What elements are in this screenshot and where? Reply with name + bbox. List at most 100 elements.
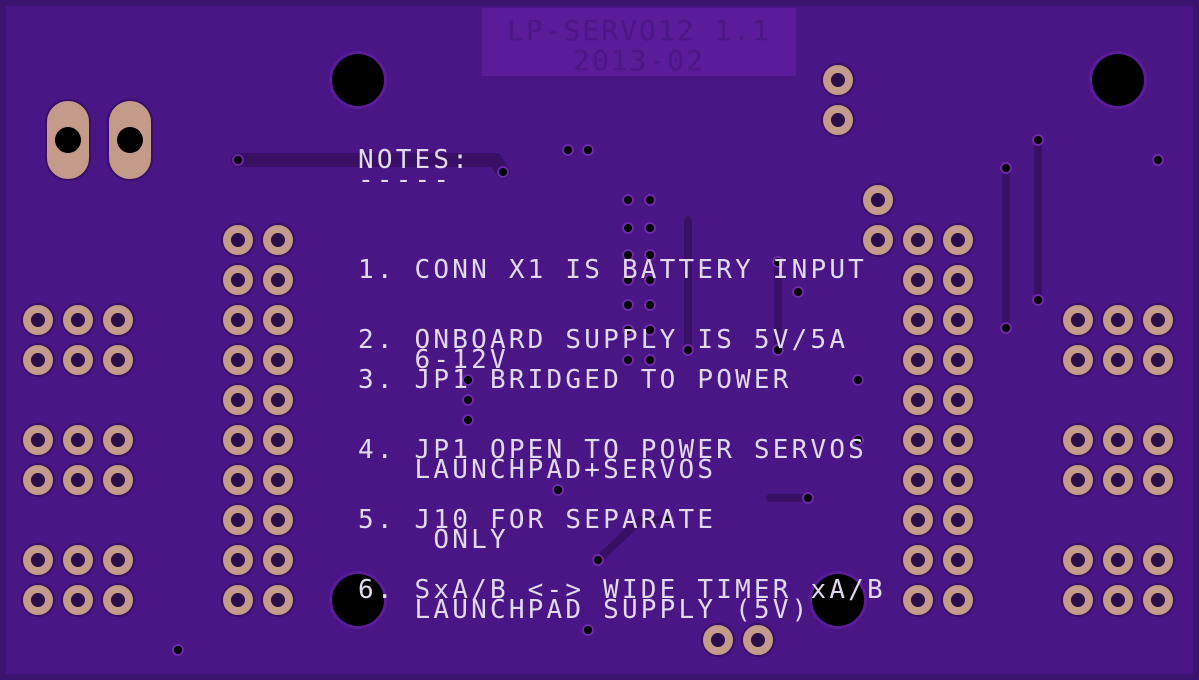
via — [1002, 164, 1010, 172]
via — [1034, 136, 1042, 144]
note-5: 5. J10 FOR SEPARATE LAUNCHPAD SUPPLY (5V… — [358, 445, 810, 680]
pad-drill — [1151, 593, 1165, 607]
pad-drill — [831, 113, 845, 127]
via — [624, 276, 632, 284]
note-5-line1: 5. J10 FOR SEPARATE — [358, 505, 717, 535]
pad-drill — [71, 313, 85, 327]
pad-drill — [231, 593, 245, 607]
pads — [21, 63, 1175, 657]
pad-drill — [271, 513, 285, 527]
via — [774, 346, 782, 354]
mount-hole — [1092, 54, 1144, 106]
connector-drill — [55, 127, 81, 153]
via — [664, 516, 672, 524]
pad-drill — [911, 553, 925, 567]
pad-drill — [111, 433, 125, 447]
notes-heading: NOTES: — [358, 145, 472, 175]
note-1-line1: 1. CONN X1 IS BATTERY INPUT — [358, 255, 868, 285]
via — [646, 196, 654, 204]
pad-drill — [111, 593, 125, 607]
pad-drill — [231, 353, 245, 367]
pad-drill — [831, 73, 845, 87]
note-3: 3. JP1 BRIDGED TO POWER LAUNCHPAD+SERVOS — [358, 305, 792, 545]
via — [499, 168, 507, 176]
pad-drill — [271, 233, 285, 247]
note-6-line1: 6. SxA/B <-> WIDE TIMER xA/B — [358, 575, 886, 605]
mounting-holes — [329, 51, 1147, 629]
pad-drill — [71, 433, 85, 447]
via — [624, 251, 632, 259]
pad-drill — [231, 273, 245, 287]
via — [804, 494, 812, 502]
note-2-line1: 2. ONBOARD SUPPLY IS 5V/5A — [358, 325, 849, 355]
via — [646, 251, 654, 259]
via — [624, 224, 632, 232]
pad-drill — [271, 553, 285, 567]
pad-drill — [711, 633, 725, 647]
note-5-line2: LAUNCHPAD SUPPLY (5V) — [358, 595, 811, 625]
pad-drill — [951, 553, 965, 567]
via — [464, 396, 472, 404]
pad-drill — [951, 273, 965, 287]
pad-drill — [911, 513, 925, 527]
pad-drill — [871, 233, 885, 247]
pad-drill — [31, 313, 45, 327]
via — [564, 146, 572, 154]
connector-drill — [117, 127, 143, 153]
pad-drill — [871, 193, 885, 207]
via — [594, 556, 602, 564]
via — [1154, 156, 1162, 164]
pad-drill — [1111, 353, 1125, 367]
notes-underline: ----- — [358, 165, 453, 195]
via — [624, 196, 632, 204]
board-label: LP-SERVO12 1.1 2013-02 — [482, 8, 796, 76]
pad-drill — [911, 393, 925, 407]
via — [854, 376, 862, 384]
pad-drill — [951, 513, 965, 527]
board-name: LP-SERVO12 1.1 — [506, 14, 771, 47]
pad-drill — [231, 313, 245, 327]
pad-drill — [31, 353, 45, 367]
notes-block: NOTES: ----- 1. CONN X1 IS BATTERY INPUT… — [358, 145, 883, 625]
pad-drill — [231, 393, 245, 407]
pad-drill — [1071, 433, 1085, 447]
pad-drill — [1151, 473, 1165, 487]
via — [646, 224, 654, 232]
note-3-line1: 3. JP1 BRIDGED TO POWER — [358, 365, 792, 395]
pad-drill — [71, 593, 85, 607]
via — [464, 416, 472, 424]
pad-drill — [951, 393, 965, 407]
pad-drill — [1151, 313, 1165, 327]
pad-drill — [71, 553, 85, 567]
pad-drill — [231, 473, 245, 487]
pad-drill — [1071, 353, 1085, 367]
via — [854, 436, 862, 444]
note-4-line2: ONLY — [358, 525, 509, 555]
pad-drill — [1111, 433, 1125, 447]
via — [584, 626, 592, 634]
note-3-line2: LAUNCHPAD+SERVOS — [358, 455, 717, 485]
via — [584, 146, 592, 154]
pad-drill — [231, 433, 245, 447]
pad-drill — [271, 353, 285, 367]
via — [624, 356, 632, 364]
via — [464, 376, 472, 384]
pad-drill — [271, 433, 285, 447]
pad-drill — [31, 433, 45, 447]
via — [774, 258, 782, 266]
mount-hole — [812, 574, 864, 626]
pad-drill — [71, 473, 85, 487]
pad-drill — [911, 473, 925, 487]
via — [624, 301, 632, 309]
pad-drill — [271, 273, 285, 287]
pad-drill — [271, 313, 285, 327]
note-2: 2. ONBOARD SUPPLY IS 5V/5A — [358, 265, 848, 415]
board-date: 2013-02 — [572, 44, 705, 77]
pad-drill — [911, 593, 925, 607]
via — [554, 486, 562, 494]
pad-drill — [31, 473, 45, 487]
note-6: 6. SxA/B <-> WIDE TIMER xA/B — [358, 515, 886, 665]
note-4-line1: 4. JP1 OPEN TO POWER SERVOS — [358, 435, 868, 465]
pad-drill — [111, 553, 125, 567]
